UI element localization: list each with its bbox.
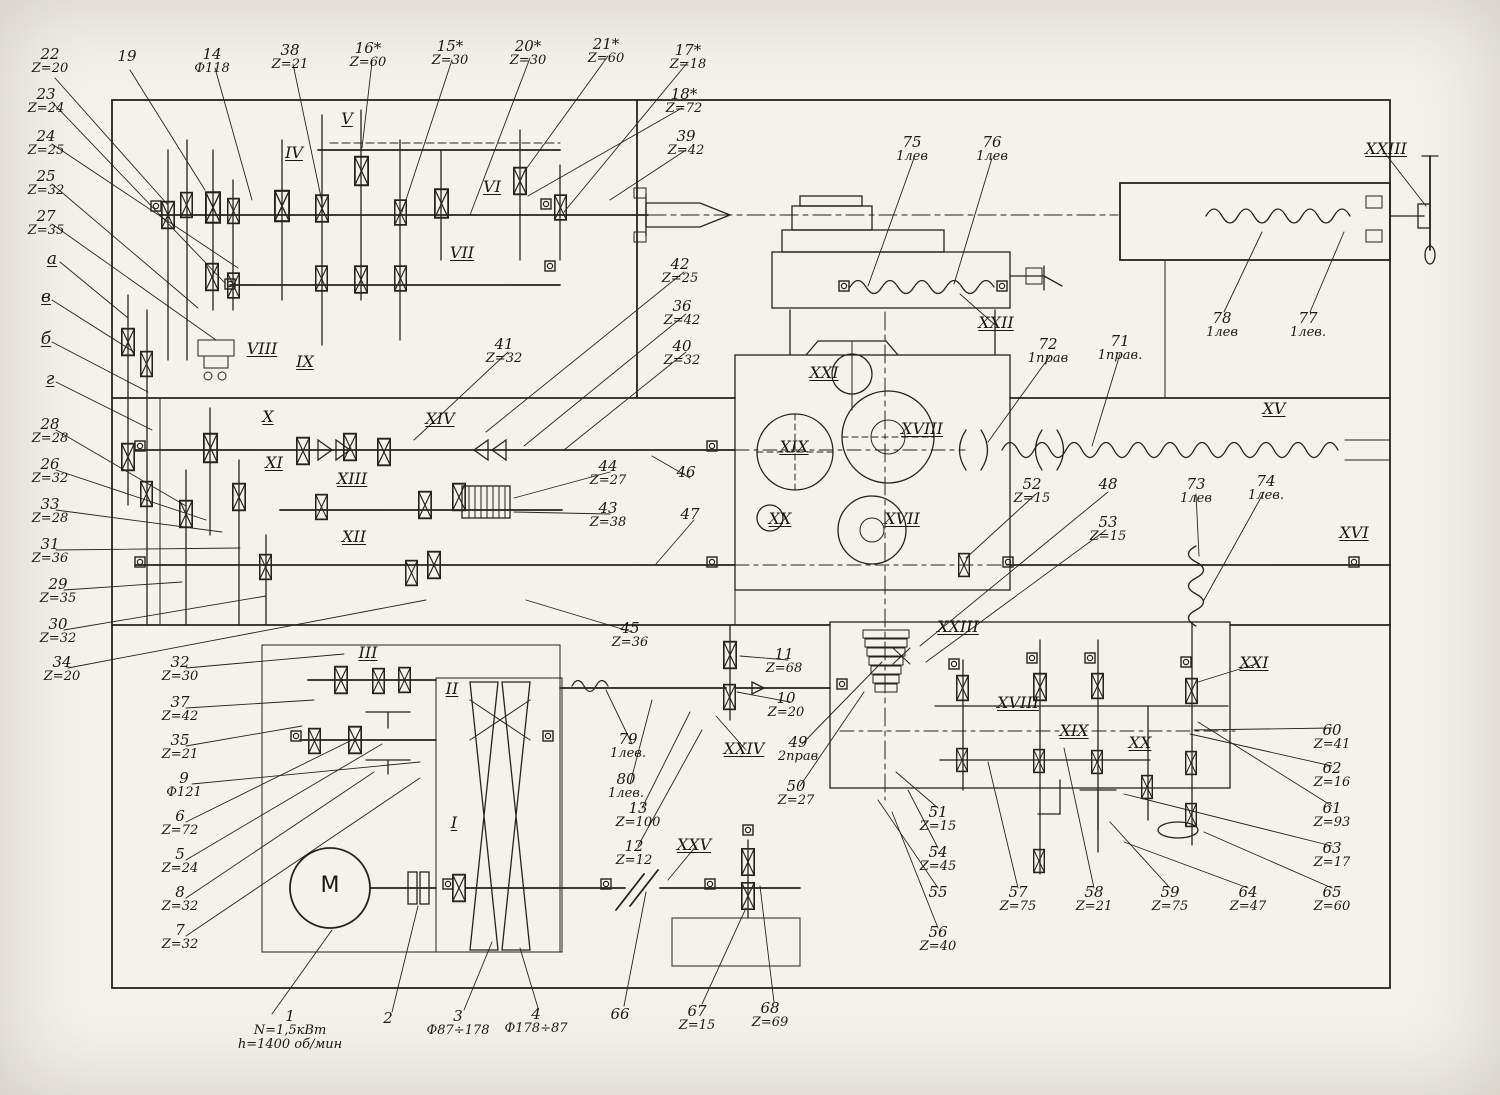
feed-connection [571,625,766,919]
feed-gearbox [829,621,1231,875]
leader-lines [51,55,1427,1015]
bearing-symbols [134,198,1360,890]
belt-drive [465,681,801,951]
headstock-gear-train [121,109,567,626]
tailstock [1119,155,1439,265]
apron-gearing [734,340,1011,591]
spindle [633,187,732,243]
leadscrew-feedrod [958,429,1391,627]
feed-input-train [308,664,411,775]
carriage [771,195,1063,356]
motor-unit [289,847,466,929]
